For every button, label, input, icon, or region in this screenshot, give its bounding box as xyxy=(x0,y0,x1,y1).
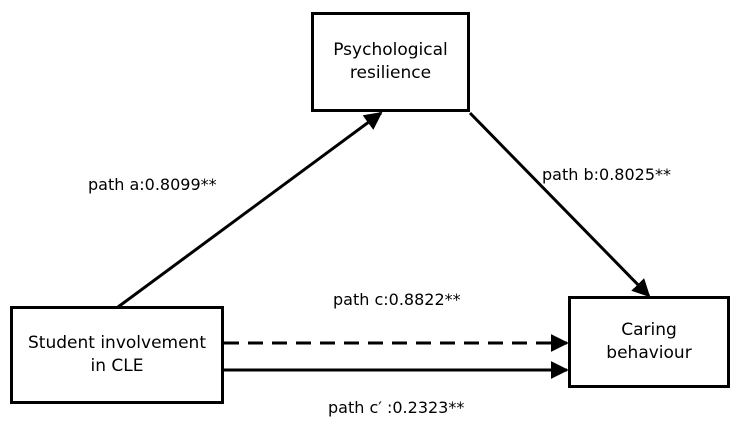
predictor-label: Student involvement in CLE xyxy=(28,333,206,376)
path-a-label: path a:0.8099** xyxy=(88,175,217,194)
mediator-label: Psychological resilience xyxy=(333,40,448,83)
outcome-box: Caring behaviour xyxy=(568,296,730,388)
path-c-label: path c:0.8822** xyxy=(333,290,461,309)
predictor-box: Student involvement in CLE xyxy=(10,306,224,404)
path-b-arrow xyxy=(468,111,651,298)
mediator-box: Psychological resilience xyxy=(311,12,470,112)
path-c-prime-label: path c′ :0.2323** xyxy=(328,398,465,417)
path-a-arrow xyxy=(117,111,383,309)
outcome-label: Caring behaviour xyxy=(606,320,692,363)
path-b-label: path b:0.8025** xyxy=(542,165,671,184)
